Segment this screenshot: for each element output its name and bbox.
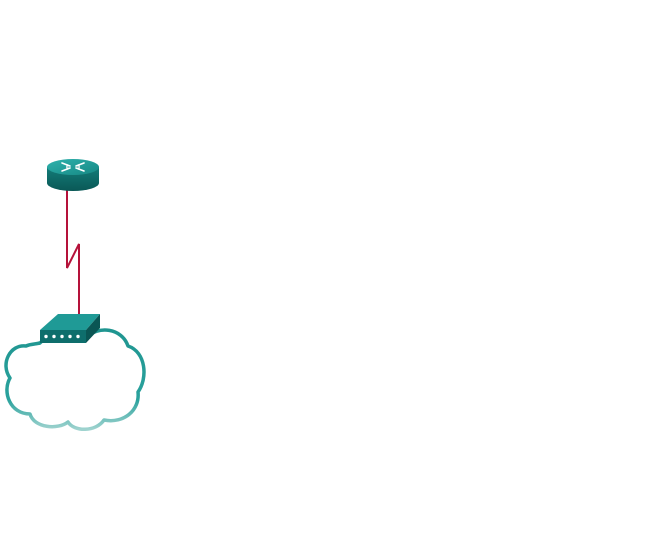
- switch-port: [76, 334, 80, 339]
- switch-port: [52, 334, 56, 339]
- serial-link-icon: [66, 190, 80, 316]
- cloud-icon: [4, 328, 146, 431]
- router-icon: [47, 159, 99, 191]
- switch-port: [44, 334, 48, 339]
- serial-link[interactable]: [66, 190, 80, 316]
- switch-port: [68, 334, 72, 339]
- switch-icon: [40, 314, 100, 343]
- switch-port: [60, 334, 64, 339]
- router-node[interactable]: [47, 159, 99, 191]
- cloud-node[interactable]: [4, 328, 146, 431]
- switch-node[interactable]: [40, 314, 100, 343]
